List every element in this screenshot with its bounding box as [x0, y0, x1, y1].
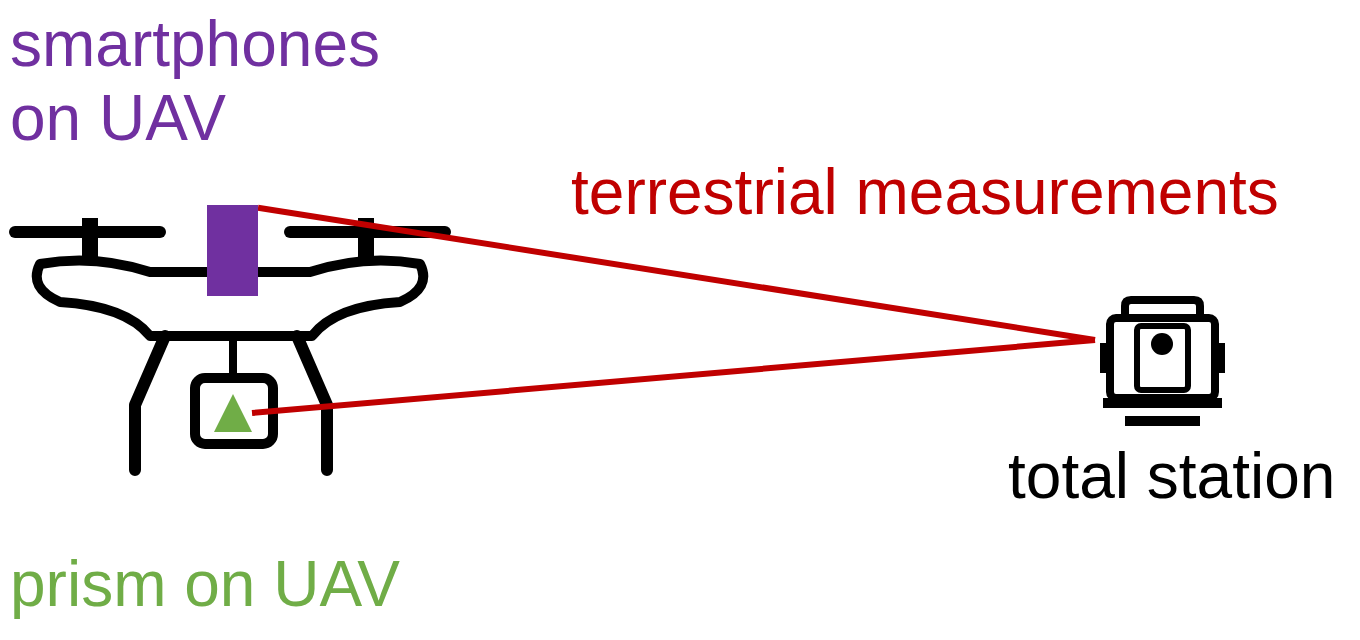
- smartphone-label: smartphones on UAV: [10, 8, 410, 155]
- prism-triangle: [214, 394, 252, 432]
- landing-leg: [135, 336, 165, 470]
- total-station-icon-outline: [1095, 298, 1230, 428]
- station-lens: [1151, 333, 1173, 355]
- total-station-icon: total station: [1095, 298, 1230, 428]
- station-foot: [1125, 416, 1200, 426]
- total-station-symbol: [1100, 300, 1225, 426]
- station-base: [1103, 398, 1222, 408]
- measurement-line: [252, 340, 1095, 413]
- measurement-label: terrestrial measurements: [571, 156, 1279, 230]
- smartphone-box: smartphones on UAV: [207, 205, 258, 296]
- total-station-label: total station: [1008, 440, 1353, 514]
- landing-leg: [297, 336, 327, 470]
- prism-symbol-outline: [214, 394, 252, 432]
- station-body: [1110, 318, 1215, 398]
- station-knob: [1100, 343, 1110, 373]
- prism-symbol: prism on UAV: [214, 394, 252, 432]
- prism-label: prism on UAV: [10, 548, 490, 622]
- motor-hub: [82, 218, 98, 262]
- station-telescope: [1137, 326, 1188, 390]
- station-knob: [1215, 343, 1225, 373]
- gimbal-stem: [229, 336, 237, 378]
